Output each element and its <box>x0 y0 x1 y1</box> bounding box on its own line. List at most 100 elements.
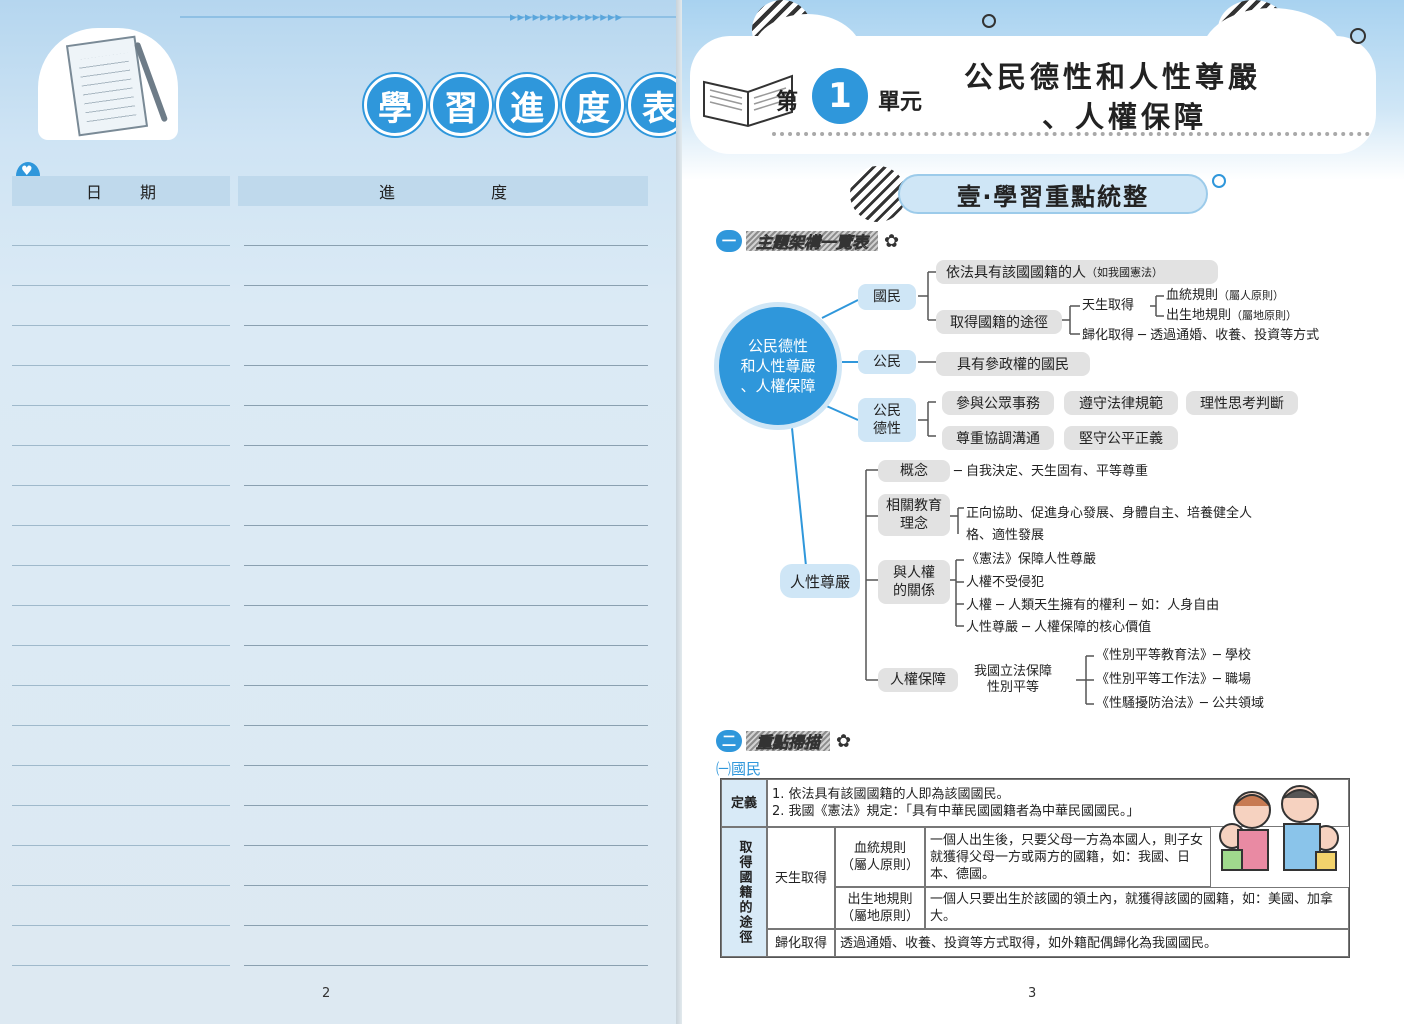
mindmap-center-node: 公民德性 和人性尊嚴 、人權保障 <box>714 302 842 430</box>
node-note: （如我國憲法） <box>1086 266 1163 279</box>
unit-suffix: 單元 <box>878 90 923 115</box>
blood-rule-text: 一個人出生後，只要父母一方為本國人，則子女就獲得父母一方或兩方的國籍，如：我國、… <box>925 827 1211 887</box>
node-line: 理念 <box>900 516 928 532</box>
cell-line: 血統規則 <box>853 841 906 856</box>
gender-equality-node: 我國立法保障 性別平等 <box>974 664 1052 696</box>
birthplace-rule-text: 一個人只要出生於該國的領土內，就獲得該國的國籍，如：美國、加拿大。 <box>925 887 1349 929</box>
gender-law: 《性別平等教育法》─ 學校 <box>1096 648 1251 663</box>
node-line: 性別平等 <box>987 680 1040 695</box>
cell-line: 出生地規則 <box>847 892 913 907</box>
node-gongmin: 公民 <box>858 350 916 374</box>
gender-law: 《性騷擾防治法》─ 公共領域 <box>1096 696 1264 711</box>
node-acquire-nationality: 取得國籍的途徑 <box>936 310 1062 334</box>
subsection-heading: 二 重點掃描 ✿ <box>716 730 851 752</box>
center-line: 、人權保障 <box>740 377 816 395</box>
unit-prefix: 第 <box>776 90 799 115</box>
definition-label: 定義 <box>721 779 767 827</box>
virtue-item: 理性思考判斷 <box>1186 391 1298 415</box>
cell-line: （屬地原則） <box>840 909 919 924</box>
node-education: 相關教育 理念 <box>878 494 950 536</box>
decorative-line <box>180 16 680 18</box>
title-char: 度 <box>562 74 624 136</box>
virtue-item: 參與公眾事務 <box>942 391 1054 415</box>
title-char: 習 <box>430 74 492 136</box>
node-line: 與人權 <box>893 565 935 581</box>
node-guomin: 國民 <box>858 284 916 310</box>
unit-title: 、人權保障 <box>1042 100 1208 134</box>
flower-icon: ✿ <box>884 230 900 252</box>
definition-line: 1. 依法具有該國國籍的人即為該國國民。 <box>772 787 1010 802</box>
page-number: 2 <box>322 986 331 1001</box>
node-blood-rule: 血統規則（屬人原則） <box>1166 288 1284 304</box>
naturalize-label: 歸化取得 <box>767 929 835 957</box>
concept-text: ─ 自我決定、天生固有、平等尊重 <box>954 464 1148 479</box>
header-char: 度 <box>491 183 508 202</box>
left-page: ▸▸▸▸▸▸▸▸▸▸▸▸▸▸▸ 學 習 進 度 表 日 期 進 度 2 <box>0 0 690 1024</box>
header-char: 進 <box>378 183 395 202</box>
education-text: 正向協助、促進身心發展、身體自主、培養健全人 <box>966 506 1253 521</box>
node-natural: 天生取得 <box>1082 298 1135 313</box>
open-book-icon <box>703 74 793 128</box>
nationality-table: 定義 1. 依法具有該國國籍的人即為該國國民。 2. 我國《憲法》規定：「具有中… <box>720 778 1350 958</box>
naturalize-text: 透過通婚、收養、投資等方式取得，如外籍配偶歸化為我國國民。 <box>835 929 1349 957</box>
birthplace-rule-label: 出生地規則 （屬地原則） <box>835 887 925 929</box>
progress-column-header: 進 度 <box>238 176 648 206</box>
node-line: 德性 <box>873 421 901 437</box>
node-line: 的關係 <box>893 583 935 599</box>
relation-item: 《憲法》保障人性尊嚴 <box>966 552 1097 567</box>
subsection-number: 一 <box>716 230 742 252</box>
right-page: 第 1 單元 公民德性和人性尊嚴 、人權保障 壹‧學習重點統整 一 主題架構一覽… <box>682 0 1404 1024</box>
title-char: 進 <box>496 74 558 136</box>
virtue-item: 遵守法律規範 <box>1064 391 1178 415</box>
family-illustration <box>1219 785 1339 871</box>
node-note: （屬人原則） <box>1218 289 1285 302</box>
date-column-lines[interactable] <box>12 206 230 978</box>
node-text: 依法具有該國國籍的人 <box>946 265 1086 281</box>
striped-ball-decoration <box>850 166 906 222</box>
node-note: （屬地原則） <box>1231 309 1298 322</box>
unit-number: 1 <box>812 68 868 124</box>
virtue-item: 堅守公平正義 <box>1064 426 1178 450</box>
section-title: 壹‧學習重點統整 <box>898 174 1208 214</box>
subsection-heading: 一 主題架構一覽表 ✿ <box>716 230 899 252</box>
header-char: 期 <box>140 183 157 202</box>
blood-rule-label: 血統規則 （屬人原則） <box>835 827 925 887</box>
ring-decoration <box>982 14 996 28</box>
relation-item: 人權 ─ 人類天生擁有的權利 ─ 如：人身自由 <box>966 598 1220 613</box>
education-text: 格、適性發展 <box>966 528 1045 543</box>
ring-decoration <box>1212 174 1226 188</box>
page-title: 學 習 進 度 表 <box>364 74 690 136</box>
flower-icon: ✿ <box>836 730 852 752</box>
cell-line: （屬人原則） <box>840 858 919 873</box>
node-text: 出生地規則 <box>1166 308 1232 323</box>
relation-item: 人權不受侵犯 <box>966 575 1045 590</box>
definition-line: 2. 我國《憲法》規定：「具有中華民國國籍者為中華民國國民。」 <box>772 804 1140 819</box>
node-line: 相關教育 <box>886 498 942 514</box>
node-human-dignity: 人性尊嚴 <box>780 564 860 598</box>
definition-cell: 1. 依法具有該國國籍的人即為該國國民。 2. 我國《憲法》規定：「具有中華民國… <box>767 779 1349 827</box>
center-line: 公民德性 <box>747 337 808 355</box>
node-naturalize: 歸化取得 ─ 透過通婚、收養、投資等方式 <box>1082 328 1320 343</box>
subsection-label: 重點掃描 <box>746 731 831 752</box>
acquire-label: 取得國籍的途徑 <box>721 827 767 957</box>
virtue-item: 尊重協調溝通 <box>942 426 1054 450</box>
node-human-rights: 人權保障 <box>878 668 958 692</box>
decorative-arrows: ▸▸▸▸▸▸▸▸▸▸▸▸▸▸▸ <box>510 10 623 25</box>
table-caption: ㈠國民 <box>716 760 762 778</box>
page-number: 3 <box>1028 986 1037 1001</box>
progress-column-lines[interactable] <box>244 206 648 978</box>
title-char: 學 <box>364 74 426 136</box>
gender-law: 《性別平等工作法》─ 職場 <box>1096 672 1251 687</box>
date-column-header: 日 期 <box>12 176 230 206</box>
node-birthplace-rule: 出生地規則（屬地原則） <box>1166 308 1297 324</box>
unit-title: 公民德性和人性尊嚴 <box>964 60 1262 94</box>
ring-decoration <box>1350 28 1366 44</box>
natural-label: 天生取得 <box>767 827 835 929</box>
node-gongmin-definition: 具有參政權的國民 <box>936 352 1090 376</box>
header-char: 日 <box>85 183 102 202</box>
node-text: 血統規則 <box>1166 288 1219 303</box>
dotted-divider <box>772 132 1370 136</box>
node-guomin-definition: 依法具有該國國籍的人 （如我國憲法） <box>936 260 1218 284</box>
subsection-label: 主題架構一覽表 <box>746 231 879 252</box>
cloud-bump <box>1202 8 1342 98</box>
